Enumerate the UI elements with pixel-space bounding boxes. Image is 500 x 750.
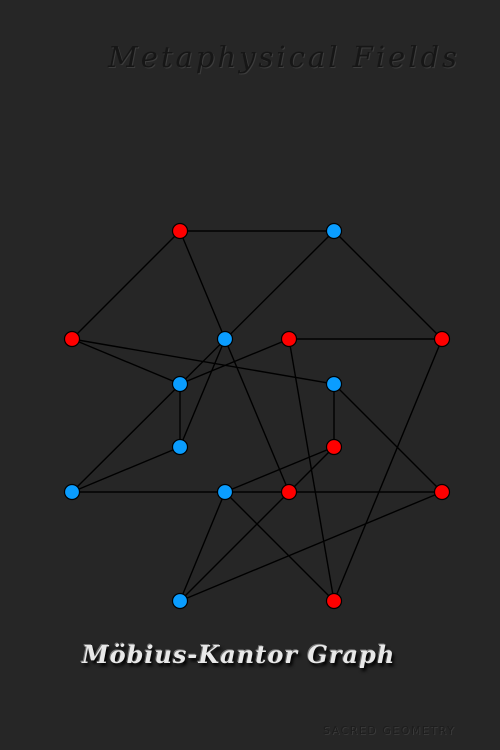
graph-edge-v6-v2 xyxy=(71,338,181,385)
graph-vertex-blue xyxy=(325,222,343,240)
graph-edge-v4-v13 xyxy=(224,338,290,493)
graph-vertex-blue xyxy=(171,438,189,456)
graph-vertex-red xyxy=(325,438,343,456)
graph-edge-v11-v7 xyxy=(333,383,443,493)
graph-caption: Möbius-Kantor Graph xyxy=(82,640,396,669)
vertex-layer xyxy=(63,222,451,610)
graph-edge-v15-v12 xyxy=(224,491,335,602)
graph-edge-v15-v5 xyxy=(288,338,335,602)
graph-edge-v10-v1 xyxy=(71,230,335,493)
graph-vertex-red xyxy=(433,483,451,501)
graph-vertex-red xyxy=(63,330,81,348)
graph-edge-v10-v8 xyxy=(71,446,181,493)
graph-vertex-blue xyxy=(216,483,234,501)
graph-vertex-blue xyxy=(216,330,234,348)
graph-edge-v0-v4 xyxy=(179,230,226,340)
watermark: SACRED GEOMETRY xyxy=(323,724,456,737)
graph-vertex-red xyxy=(325,592,343,610)
edge-layer xyxy=(71,230,443,602)
graph-vertex-red xyxy=(280,483,298,501)
graph-edge-v1-v3 xyxy=(333,230,443,340)
graph-edge-v8-v4 xyxy=(179,338,226,448)
graph-vertex-blue xyxy=(325,375,343,393)
graph-edge-v2-v0 xyxy=(71,230,181,340)
page-title: Metaphysical Fields xyxy=(108,40,460,74)
graph-vertex-blue xyxy=(63,483,81,501)
graph-edge-v3-v15 xyxy=(333,338,443,602)
graph-vertex-red xyxy=(171,222,189,240)
graph-edge-v14-v12 xyxy=(179,491,226,602)
graph-vertex-blue xyxy=(171,375,189,393)
graph-vertex-red xyxy=(433,330,451,348)
graph-edge-v6-v5 xyxy=(179,338,290,385)
graph-vertex-red xyxy=(280,330,298,348)
graph-edge-v13-v14 xyxy=(179,491,290,602)
graph-edge-v14-v11 xyxy=(179,491,443,602)
graph-vertex-blue xyxy=(171,592,189,610)
